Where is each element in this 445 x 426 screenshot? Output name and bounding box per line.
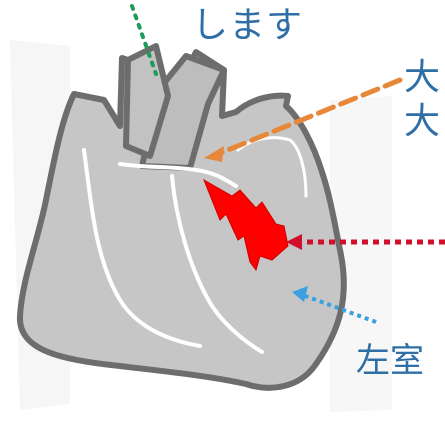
red-arrowhead-icon xyxy=(286,234,302,250)
lightning-bolt-shape xyxy=(203,178,289,272)
background-shadow-right xyxy=(330,96,392,412)
valve-line xyxy=(118,162,238,188)
orange-arrowhead-icon xyxy=(204,146,224,162)
septum-line xyxy=(170,174,264,354)
lightning-bolt-icon xyxy=(203,178,289,272)
label-right-line-2: 大 xyxy=(404,101,441,142)
left-chamber-line xyxy=(82,148,202,348)
right-chamber-line xyxy=(236,136,308,198)
blue-arrowhead-icon xyxy=(292,286,308,302)
blue-pointer xyxy=(292,286,377,324)
label-right-line-1: 大 xyxy=(404,57,441,98)
blue-pointer-line xyxy=(299,292,377,324)
label-bottom-text: 左室 xyxy=(356,341,424,381)
orange-pointer-line xyxy=(215,77,403,157)
orange-pointer xyxy=(204,77,403,162)
green-pointer-line xyxy=(130,4,158,76)
red-pointer xyxy=(286,234,445,250)
label-top-text: します xyxy=(192,5,304,46)
